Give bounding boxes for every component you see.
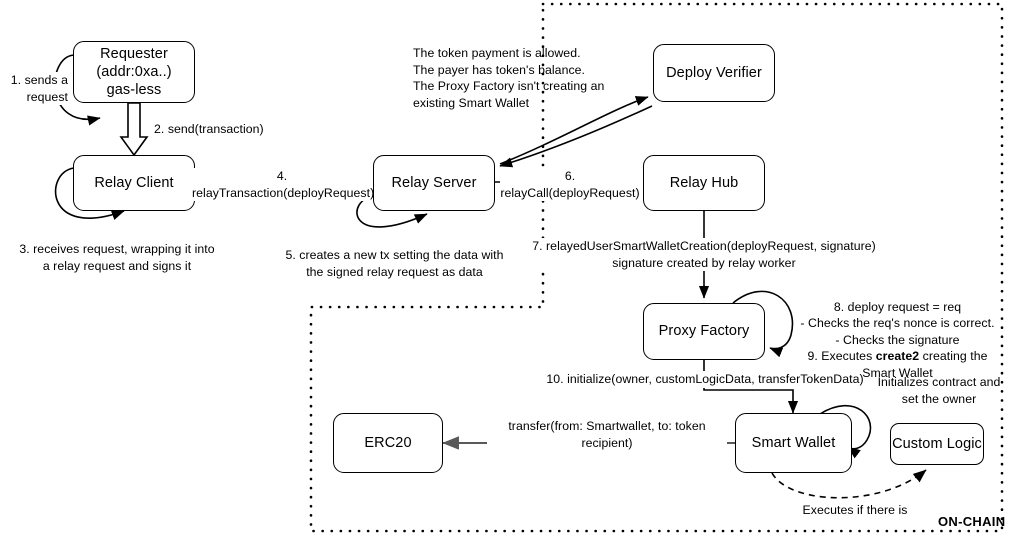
- node-custom-logic-label: Custom Logic: [892, 435, 982, 452]
- note-factory-checks: 8. deploy request = req - Checks the req…: [790, 282, 1005, 382]
- node-smart-wallet[interactable]: Smart Wallet: [735, 413, 852, 473]
- edge-label-executes-if-there-is: Executes if there is: [775, 502, 935, 519]
- edge-label-step-10: 10. initialize(owner, customLogicData, t…: [527, 371, 883, 388]
- edge-label-step-4: 4. relayTransaction(deployRequest): [192, 168, 375, 202]
- node-proxy-factory[interactable]: Proxy Factory: [643, 303, 765, 360]
- node-erc20-label: ERC20: [364, 434, 412, 451]
- note-initializes-contract: Initializes contract and set the owner: [877, 375, 1001, 406]
- node-deploy-verifier-label: Deploy Verifier: [666, 64, 762, 81]
- zone-label-on-chain: ON-CHAIN: [938, 514, 1006, 529]
- note-factory-checks-post: creating the Smart Wallet: [862, 349, 988, 380]
- node-smart-wallet-label: Smart Wallet: [751, 434, 836, 451]
- edge-label-step-3: 3. receives request, wrapping it into a …: [2, 241, 232, 275]
- node-relay-server-label: Relay Server: [391, 174, 477, 191]
- node-relay-server[interactable]: Relay Server: [373, 155, 495, 211]
- node-requester[interactable]: Requester (addr:0xa..) gas-less: [73, 41, 195, 103]
- edge-label-step-2: 2. send(transaction): [154, 121, 294, 138]
- node-relay-hub-label: Relay Hub: [669, 174, 739, 191]
- edge-label-step-6: 6. relayCall(deployRequest): [500, 168, 640, 202]
- node-relay-hub[interactable]: Relay Hub: [643, 155, 765, 211]
- node-relay-client[interactable]: Relay Client: [73, 155, 195, 211]
- node-requester-label: Requester (addr:0xa..) gas-less: [96, 45, 172, 99]
- edge-label-step-1: 1. sends a request: [2, 72, 68, 106]
- node-proxy-factory-label: Proxy Factory: [658, 323, 750, 340]
- note-factory-checks-bold: create2: [875, 349, 920, 364]
- note-factory-checks-pre: 8. deploy request = req - Checks the req…: [800, 299, 995, 364]
- node-relay-client-label: Relay Client: [94, 174, 174, 191]
- edge-label-step-5: 5. creates a new tx setting the data wit…: [282, 247, 507, 281]
- note-verifier-checks: The token payment is allowed. The payer …: [413, 46, 605, 110]
- node-deploy-verifier[interactable]: Deploy Verifier: [653, 44, 775, 102]
- node-erc20[interactable]: ERC20: [333, 413, 443, 473]
- edge-label-step-7: 7. relayedUserSmartWalletCreation(deploy…: [524, 238, 884, 272]
- edge-label-transfer: transfer(from: Smartwallet, to: token re…: [487, 418, 727, 452]
- node-custom-logic[interactable]: Custom Logic: [890, 423, 984, 465]
